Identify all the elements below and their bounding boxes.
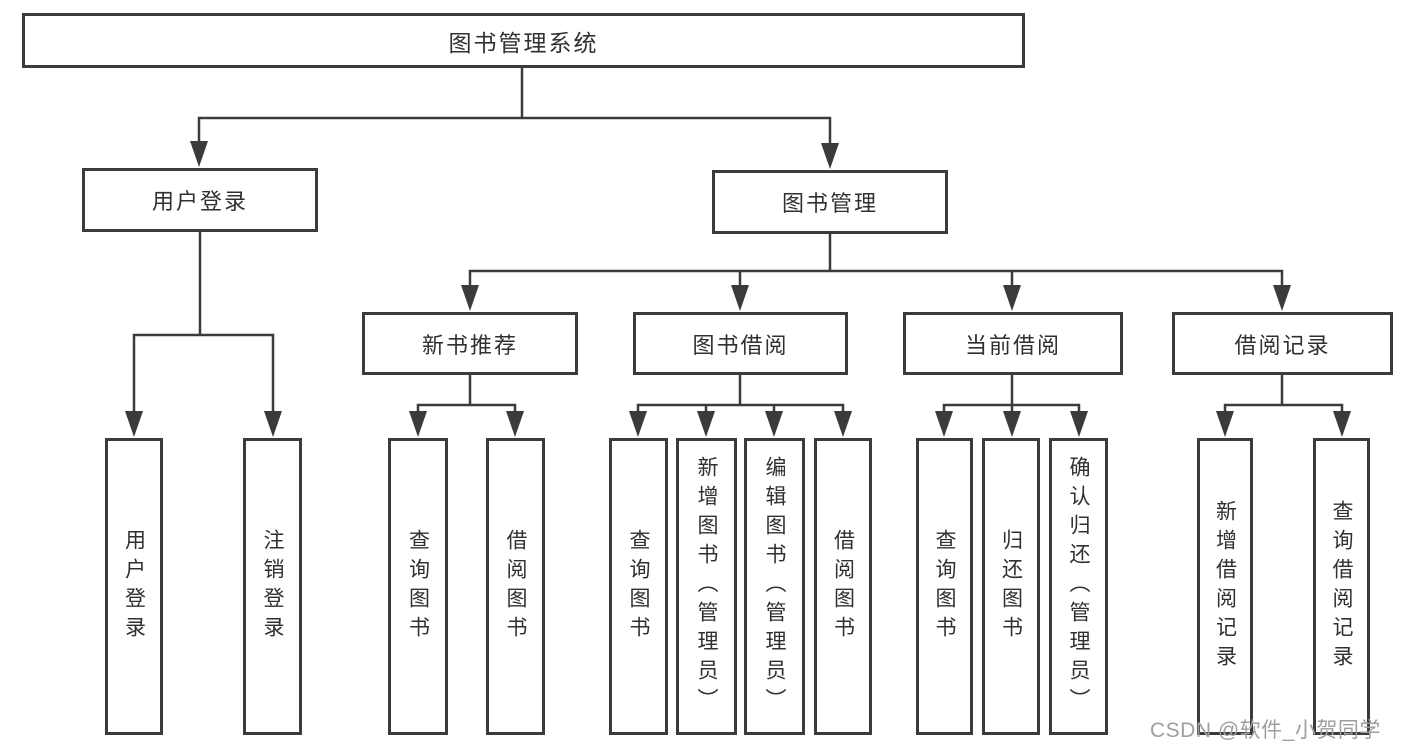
arrow-icon bbox=[834, 411, 852, 437]
arrow-icon bbox=[1216, 411, 1234, 437]
leaf-label: 新增借阅记录 bbox=[1213, 499, 1237, 674]
leaf-query-books-borrow: 查询图书 bbox=[609, 438, 668, 735]
node-label: 当前借阅 bbox=[964, 332, 1061, 358]
arrow-icon bbox=[765, 411, 783, 437]
leaf-label: 新增图书（管理员） bbox=[695, 456, 718, 717]
leaf-query-books-current: 查询图书 bbox=[916, 438, 973, 735]
arrow-icon bbox=[821, 143, 839, 169]
leaf-label: 编辑图书（管理员） bbox=[763, 456, 786, 717]
leaf-label: 查询图书 bbox=[406, 528, 430, 645]
leaf-label: 查询图书 bbox=[627, 528, 650, 645]
arrow-icon bbox=[697, 411, 715, 437]
leaf-label: 借阅图书 bbox=[504, 528, 527, 645]
leaf-label: 借阅图书 bbox=[831, 528, 855, 645]
leaf-add-books-admin: 新增图书（管理员） bbox=[676, 438, 737, 735]
node-label: 图书借阅 bbox=[692, 332, 789, 358]
arrow-icon bbox=[1273, 285, 1291, 311]
node-new-book-recommend: 新书推荐 bbox=[362, 312, 578, 375]
arrow-icon bbox=[125, 411, 143, 437]
node-current-borrow: 当前借阅 bbox=[903, 312, 1123, 375]
node-label: 用户登录 bbox=[151, 189, 248, 214]
arrow-icon bbox=[731, 285, 749, 311]
node-library-system: 图书管理系统 bbox=[22, 13, 1025, 68]
connector-root bbox=[197, 66, 832, 159]
leaf-add-borrow-record: 新增借阅记录 bbox=[1197, 438, 1253, 735]
node-label: 新书推荐 bbox=[421, 332, 518, 358]
connector-book-borrow bbox=[636, 373, 845, 427]
connector-user-login bbox=[132, 230, 275, 427]
node-user-login: 用户登录 bbox=[82, 168, 318, 232]
leaf-borrow-books-recommend: 借阅图书 bbox=[486, 438, 545, 735]
arrow-icon bbox=[1333, 411, 1351, 437]
leaf-borrow-books: 借阅图书 bbox=[814, 438, 872, 735]
arrow-icon bbox=[1003, 411, 1021, 437]
leaf-confirm-return-admin: 确认归还（管理员） bbox=[1049, 438, 1108, 735]
node-book-management: 图书管理 bbox=[712, 170, 948, 234]
arrow-icon bbox=[935, 411, 953, 437]
connector-new-book bbox=[416, 373, 517, 427]
leaf-edit-books-admin: 编辑图书（管理员） bbox=[744, 438, 805, 735]
arrow-icon bbox=[264, 411, 282, 437]
leaf-label: 用户登录 bbox=[122, 528, 146, 645]
arrow-icon bbox=[461, 285, 479, 311]
leaf-logout: 注销登录 bbox=[243, 438, 302, 735]
arrow-icon bbox=[629, 411, 647, 437]
connector-book-mgmt bbox=[468, 232, 1284, 301]
leaf-label: 查询图书 bbox=[933, 528, 956, 645]
node-book-borrow: 图书借阅 bbox=[633, 312, 848, 375]
node-label: 图书管理 bbox=[781, 191, 878, 216]
leaf-label: 注销登录 bbox=[261, 528, 284, 645]
arrow-icon bbox=[409, 411, 427, 437]
arrow-icon bbox=[506, 411, 524, 437]
leaf-query-borrow-record: 查询借阅记录 bbox=[1313, 438, 1370, 735]
leaf-label: 确认归还（管理员） bbox=[1067, 456, 1090, 717]
leaf-label: 查询借阅记录 bbox=[1330, 499, 1353, 674]
leaf-return-books: 归还图书 bbox=[982, 438, 1040, 735]
connector-borrow-records bbox=[1223, 373, 1344, 427]
connector-current-borrow bbox=[942, 373, 1081, 427]
arrow-icon bbox=[1070, 411, 1088, 437]
node-label: 图书管理系统 bbox=[448, 29, 599, 56]
node-borrow-records: 借阅记录 bbox=[1172, 312, 1393, 375]
node-label: 借阅记录 bbox=[1234, 332, 1331, 358]
csdn-watermark: CSDN @软件_小贺同学 bbox=[1150, 719, 1381, 742]
leaf-user-login: 用户登录 bbox=[105, 438, 163, 735]
leaf-label: 归还图书 bbox=[999, 528, 1023, 645]
arrow-icon bbox=[190, 141, 208, 167]
arrow-icon bbox=[1003, 285, 1021, 311]
leaf-query-books-recommend: 查询图书 bbox=[388, 438, 448, 735]
